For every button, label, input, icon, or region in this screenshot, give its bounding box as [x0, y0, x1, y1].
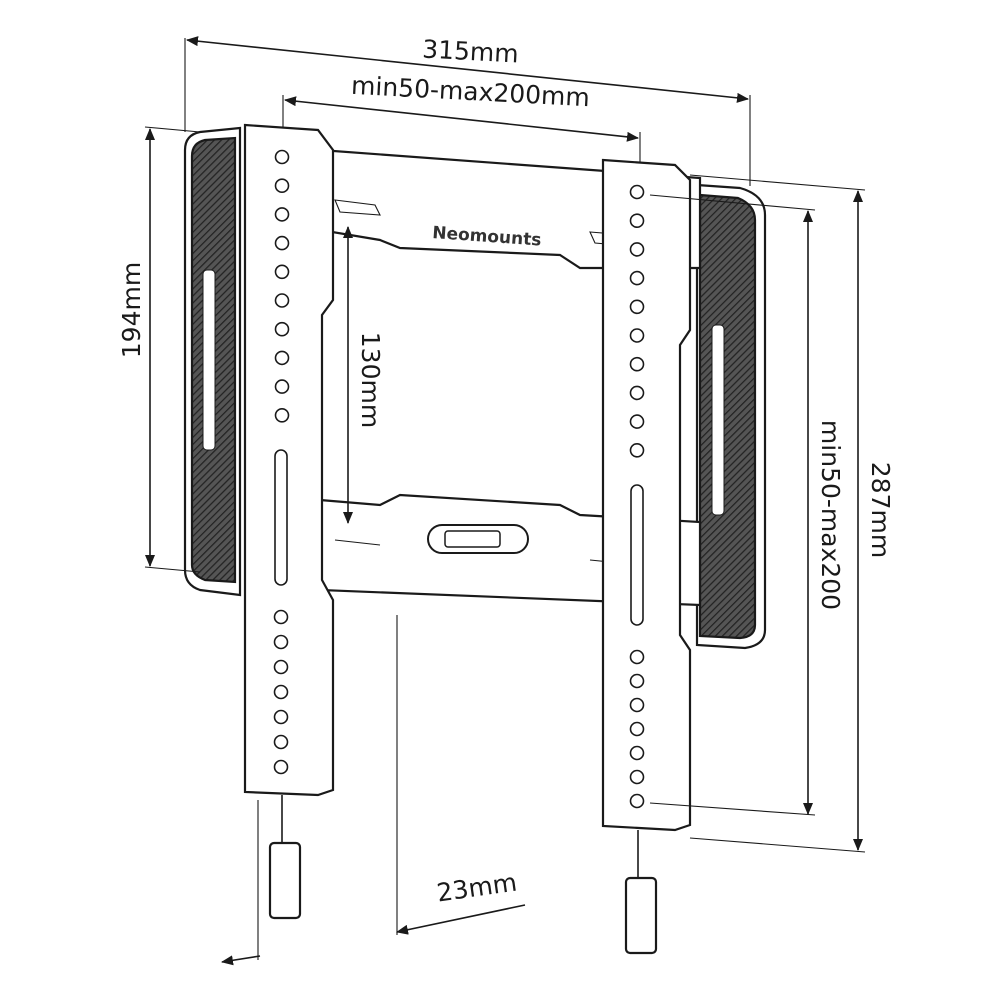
mounting-hole — [273, 709, 289, 725]
mounting-hole — [273, 759, 289, 775]
mounting-hole — [629, 721, 645, 737]
mounting-hole — [629, 673, 645, 689]
mounting-hole — [274, 149, 290, 165]
mounting-hole — [629, 385, 645, 401]
mounting-hole — [629, 356, 645, 372]
mounting-hole — [629, 414, 645, 429]
mounting-hole — [273, 609, 289, 625]
mounting-hole — [629, 270, 645, 286]
mounting-hole — [274, 350, 290, 366]
crossbar-gap-label: 130mm — [356, 332, 385, 428]
mounting-hole — [629, 328, 645, 343]
right-vertical-bracket — [601, 158, 692, 955]
mounting-hole — [629, 769, 645, 785]
overall-height-label: 287mm — [866, 462, 895, 558]
mounting-hole — [274, 235, 290, 251]
mounting-hole — [274, 207, 290, 222]
mounting-hole — [629, 745, 645, 761]
mounting-hole — [629, 213, 645, 228]
mounting-hole — [629, 697, 645, 713]
mounting-hole — [629, 242, 645, 257]
pad-height-label: 194mm — [117, 262, 146, 358]
mounting-hole — [273, 659, 289, 675]
dimension-287mm: 287mm — [689, 174, 895, 853]
mounting-hole — [273, 684, 289, 700]
mounting-hole — [274, 407, 290, 423]
mounting-hole — [629, 793, 645, 809]
right-spacer-pad — [695, 183, 767, 650]
overall-width-label: 315mm — [422, 35, 520, 69]
dimension-194mm: 194mm — [117, 126, 201, 573]
mounting-hole — [274, 293, 290, 308]
wall-distance-label: 23mm — [435, 868, 519, 908]
mounting-hole — [629, 649, 645, 665]
dimension-130mm: 130mm — [343, 226, 385, 524]
vesa-width-label: min50-max200mm — [350, 71, 590, 112]
mounting-hole — [273, 634, 289, 650]
mounting-hole — [273, 734, 289, 750]
mounting-hole — [274, 178, 290, 193]
left-spacer-pad — [183, 126, 242, 597]
left-vertical-bracket — [243, 123, 335, 920]
mounting-hole — [629, 299, 645, 315]
mounting-hole — [629, 442, 645, 458]
dimension-315mm: 315mm — [184, 35, 751, 186]
mounting-hole — [274, 264, 290, 280]
mounting-hole — [274, 321, 290, 337]
mounting-hole — [629, 184, 645, 200]
mounting-hole — [274, 379, 290, 394]
dimension-vesa-height: min50-max200 — [649, 194, 845, 816]
vesa-height-label: min50-max200 — [816, 420, 845, 610]
dimension-vesa-width: min50-max200mm — [282, 71, 641, 162]
